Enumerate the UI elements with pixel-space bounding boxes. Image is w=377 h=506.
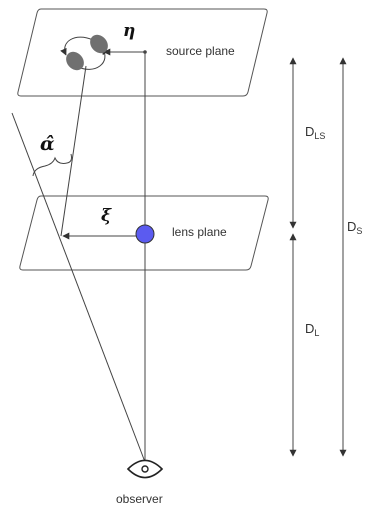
source-image-upper	[90, 34, 108, 54]
d-l-label: DL	[305, 321, 319, 338]
circular-arrow-left	[60, 36, 94, 56]
d-s-sub: S	[356, 226, 362, 236]
d-ls-main: D	[305, 124, 314, 139]
d-s-main: D	[347, 219, 356, 234]
d-s-label: DS	[347, 219, 362, 236]
observer-label: observer	[116, 492, 163, 506]
lens-mass	[135, 224, 155, 244]
source-plane-label: source plane	[166, 44, 235, 58]
deflected-ray	[60, 65, 87, 237]
source-image-lower	[66, 51, 84, 71]
d-ls-label: DLS	[305, 124, 325, 141]
alpha-brace	[32, 153, 72, 177]
d-l-main: D	[305, 321, 314, 336]
eta-label: η	[123, 21, 135, 41]
alpha-hat-label: α̂	[40, 133, 55, 155]
source-point	[143, 50, 147, 54]
eye-icon	[126, 459, 164, 479]
d-ls-sub: LS	[314, 131, 325, 141]
lens-plane-label: lens plane	[172, 225, 227, 239]
d-l-sub: L	[314, 328, 319, 338]
xi-label: ξ	[101, 206, 112, 226]
apparent-ray	[11, 112, 146, 463]
